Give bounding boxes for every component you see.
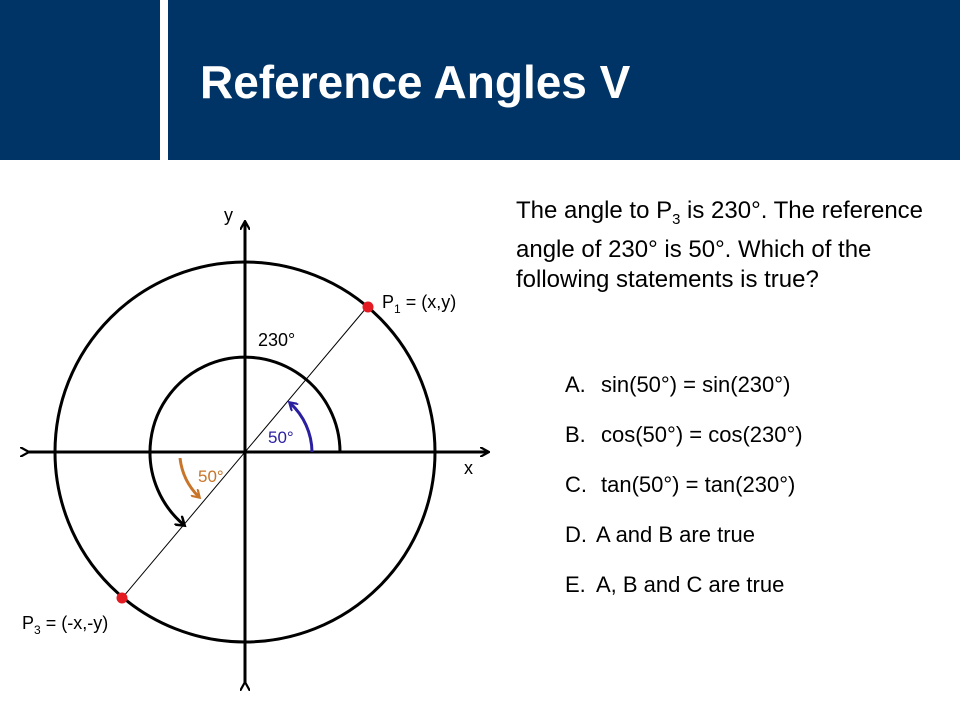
option-c[interactable]: C.tan(50°) = tan(230°) xyxy=(565,472,796,497)
question-text: The angle to P3 is 230°. The reference a… xyxy=(516,197,924,293)
unit-circle-diagram: y x P1 = (x,y) P3 = (-x,-y) 230° 50° 50° xyxy=(0,205,510,720)
header-banner xyxy=(168,0,960,160)
option-a[interactable]: A.sin(50°) = sin(230°) xyxy=(565,372,791,397)
point-p1 xyxy=(362,301,374,313)
ref-angle-arc-q3 xyxy=(178,457,199,497)
ref-angle-q3-label: 50° xyxy=(198,467,224,486)
option-b[interactable]: B.cos(50°) = cos(230°) xyxy=(565,422,803,447)
option-d[interactable]: D.A and B are true xyxy=(565,522,755,547)
option-e[interactable]: E.A, B and C are true xyxy=(565,572,785,597)
header-side-block xyxy=(0,0,160,160)
point-p3 xyxy=(116,592,128,604)
angle-230-arc xyxy=(148,355,342,525)
x-axis-label: x xyxy=(464,458,473,478)
slide-title: Reference Angles V xyxy=(200,56,631,108)
y-axis-label: y xyxy=(224,205,233,225)
terminal-line xyxy=(122,306,368,598)
ref-angle-q1-label: 50° xyxy=(268,428,294,447)
angle-230-label: 230° xyxy=(258,330,295,350)
answer-options: A.sin(50°) = sin(230°) B.cos(50°) = cos(… xyxy=(565,372,803,622)
ref-angle-arc-q1 xyxy=(290,403,314,453)
p3-label: P3 = (-x,-y) xyxy=(22,613,108,637)
p1-label: P1 = (x,y) xyxy=(382,292,456,316)
